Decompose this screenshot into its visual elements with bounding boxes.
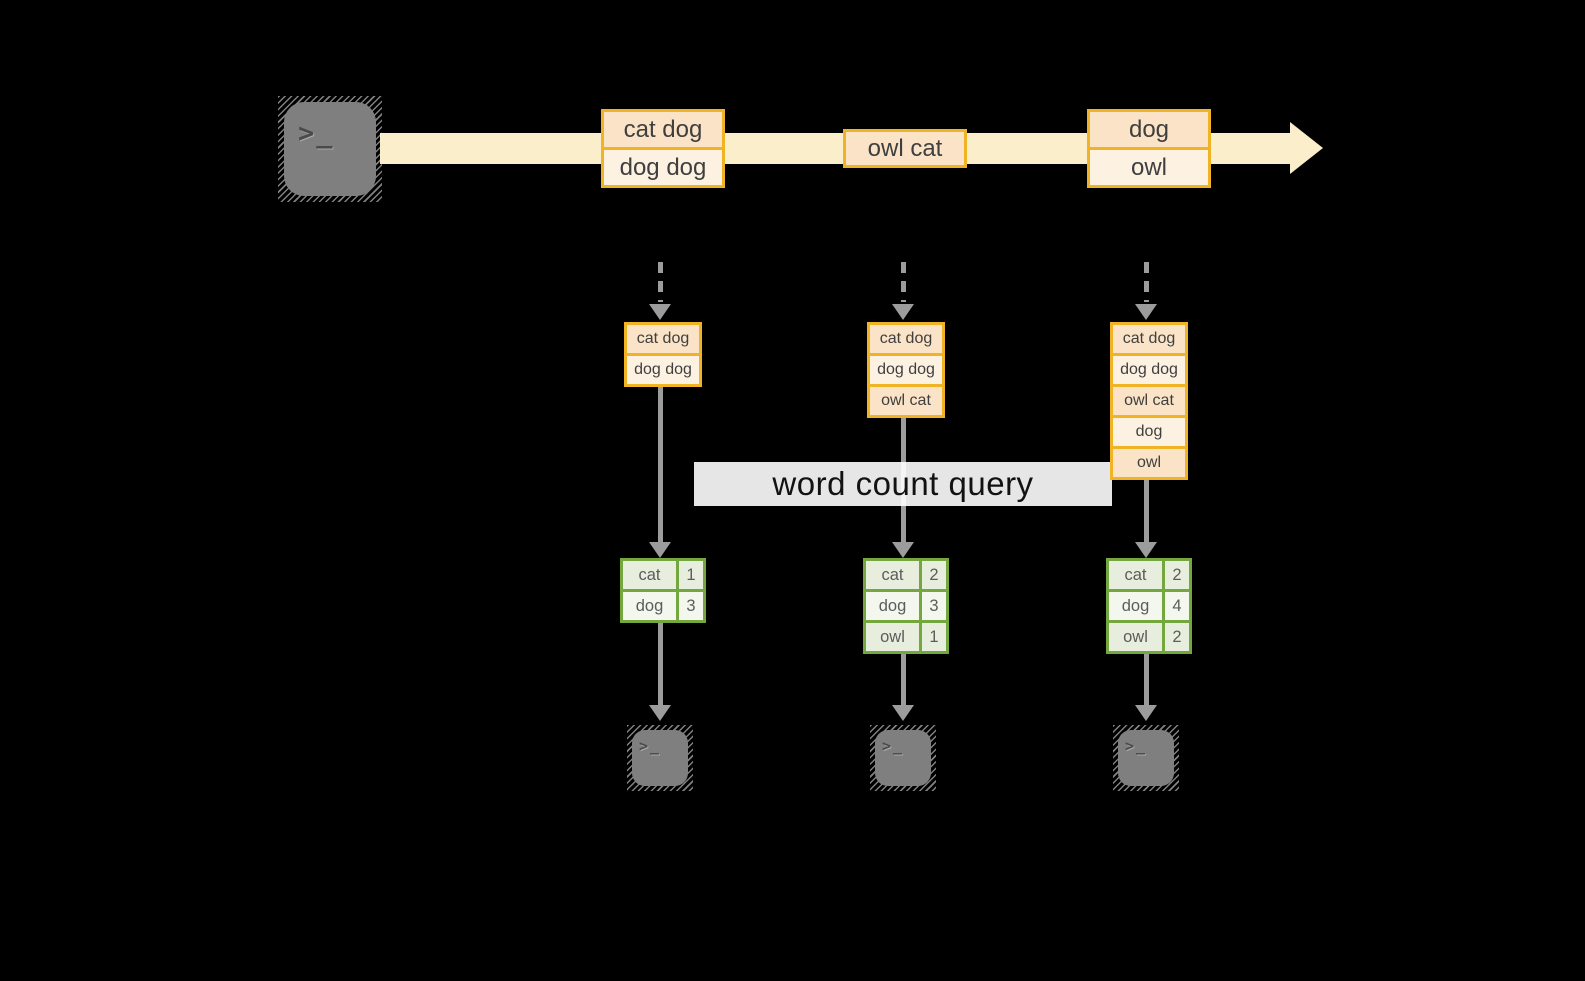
event-row: owl cat: [846, 132, 964, 165]
output-arrowhead-icon: [892, 705, 914, 721]
dashed-arrowhead-icon: [649, 304, 671, 320]
value-cell: 2: [922, 561, 946, 589]
event-row: owl: [1090, 150, 1208, 185]
output-arrow-line: [1143, 654, 1149, 707]
flow-arrowhead-icon: [1135, 542, 1157, 558]
output-arrowhead-icon: [1135, 705, 1157, 721]
buffer-row: dog dog: [1113, 356, 1185, 384]
dashed-arrow-line: [900, 262, 906, 302]
word-cell: dog: [1109, 592, 1162, 620]
stream-event-box-1: cat dog dog dog: [601, 109, 725, 188]
flow-arrow-line: [657, 387, 663, 544]
consumer-terminal-icon-3: >_: [1113, 725, 1179, 791]
word-cell: owl: [1109, 623, 1162, 651]
word-cell: cat: [866, 561, 919, 589]
word-cell: dog: [623, 592, 676, 620]
query-label: word count query: [694, 462, 1112, 506]
buffer-row: dog: [1113, 418, 1185, 446]
consumer-terminal-icon-2: >_: [870, 725, 936, 791]
word-cell: dog: [866, 592, 919, 620]
terminal-prompt-icon: >_: [1125, 737, 1148, 755]
terminal-prompt-icon: >_: [639, 737, 662, 755]
terminal-prompt-icon: >_: [298, 118, 335, 149]
count-table-2: cat 2 dog 3 owl 1: [863, 558, 949, 654]
dashed-arrowhead-icon: [892, 304, 914, 320]
output-arrowhead-icon: [649, 705, 671, 721]
count-table-1: cat 1 dog 3: [620, 558, 706, 623]
buffer-stack-1: cat dog dog dog: [624, 322, 702, 387]
dashed-arrow-line: [657, 262, 663, 302]
output-arrow-line: [657, 623, 663, 707]
value-cell: 2: [1165, 561, 1189, 589]
buffer-row: cat dog: [627, 325, 699, 353]
buffer-row: owl cat: [870, 387, 942, 415]
terminal-prompt-icon: >_: [882, 737, 905, 755]
buffer-row: dog dog: [627, 356, 699, 384]
terminal-body: [1118, 730, 1174, 786]
stream-arrowhead-icon: [1290, 122, 1323, 174]
buffer-row: dog dog: [870, 356, 942, 384]
flow-arrowhead-icon: [649, 542, 671, 558]
output-arrow-line: [900, 654, 906, 707]
source-terminal-icon: >_: [278, 96, 382, 202]
stream-event-box-3: dog owl: [1087, 109, 1211, 188]
buffer-row: owl: [1113, 449, 1185, 477]
value-cell: 4: [1165, 592, 1189, 620]
event-row: dog: [1090, 112, 1208, 147]
buffer-stack-2: cat dog dog dog owl cat: [867, 322, 945, 418]
value-cell: 2: [1165, 623, 1189, 651]
word-cell: cat: [1109, 561, 1162, 589]
terminal-body: [284, 102, 376, 196]
event-row: cat dog: [604, 112, 722, 147]
dashed-arrowhead-icon: [1135, 304, 1157, 320]
value-cell: 1: [922, 623, 946, 651]
terminal-body: [632, 730, 688, 786]
flow-arrowhead-icon: [892, 542, 914, 558]
event-row: dog dog: [604, 150, 722, 185]
word-cell: cat: [623, 561, 676, 589]
consumer-terminal-icon-1: >_: [627, 725, 693, 791]
stream-event-box-2: owl cat: [843, 129, 967, 168]
word-cell: owl: [866, 623, 919, 651]
terminal-body: [875, 730, 931, 786]
flow-arrow-line: [1143, 480, 1149, 544]
buffer-row: owl cat: [1113, 387, 1185, 415]
value-cell: 3: [679, 592, 703, 620]
count-table-3: cat 2 dog 4 owl 2: [1106, 558, 1192, 654]
buffer-row: cat dog: [870, 325, 942, 353]
value-cell: 3: [922, 592, 946, 620]
buffer-stack-3: cat dog dog dog owl cat dog owl: [1110, 322, 1188, 480]
buffer-row: cat dog: [1113, 325, 1185, 353]
value-cell: 1: [679, 561, 703, 589]
dashed-arrow-line: [1143, 262, 1149, 302]
